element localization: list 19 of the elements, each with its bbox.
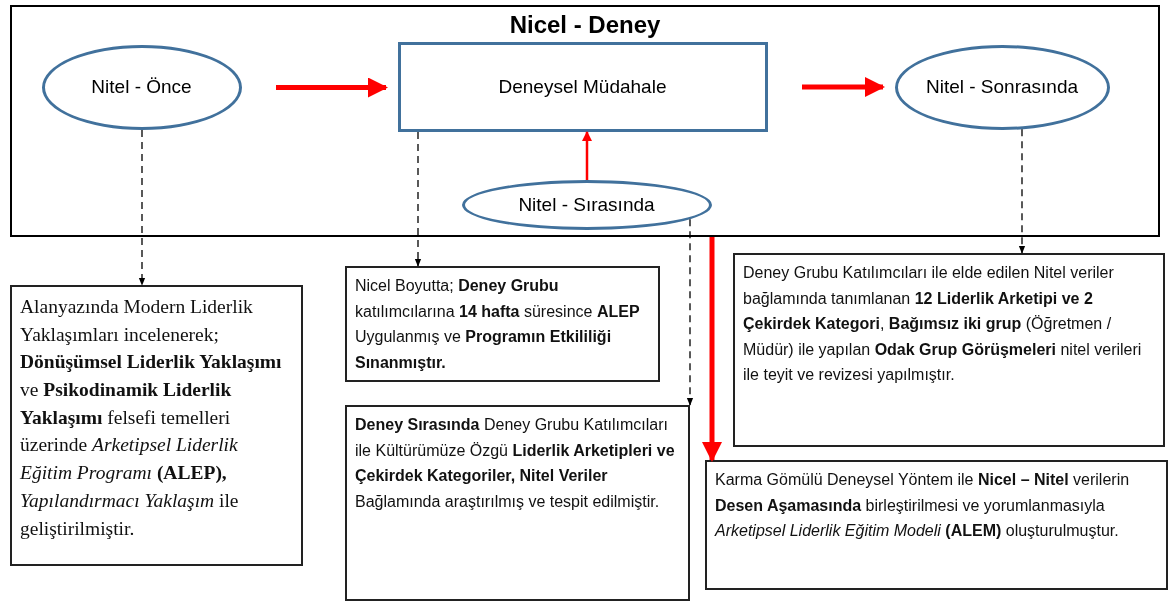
diagram-heading: Nicel - Deney [509,11,661,39]
text-box: Nicel Boyutta; Deney Grubu katılımcılarına 14 hafta süresince ALEP Uygulanmış ve Programın Etkililiği Sınanmıştır. [345,266,660,382]
arrow [802,77,885,97]
arrow [276,77,388,98]
arrow [414,131,422,267]
text-box: Alanyazında Modern Liderlik Yaklaşımları incelenerek; Dönüşümsel Liderlik Yaklaşımı ve Psikodinamik Liderlik Yaklaşımı felsefi temelleri üzerinde Arketipsel Liderlik Eğitim Programı (ALEP), Yapılandırmacı Yaklaşım ile geliştirilmiştir. [10,285,303,566]
arrow [686,218,694,406]
process-box: Deneysel Müdahale [397,41,768,132]
arrow [1018,128,1026,254]
ellipse-node: Nitel - Sırasında [461,179,712,230]
ellipse-node: Nitel - Önce [41,44,242,130]
text-box: Karma Gömülü Deneysel Yöntem ile Nicel – Nitel verilerin Desen Aşamasında birleştirilmesi ve yorumlanmasıyla Arketipsel Liderlik Eğitim Modeli (ALEM) oluşturulmuştur. [705,460,1168,590]
arrow [702,237,722,462]
text-box: Deney Sırasında Deney Grubu Katılımcıları ile Kültürümüze Özgü Liderlik Arketipleri ve Çekirdek Kategoriler, Nitel Veriler Bağlamında araştırılmış ve tespit edilmiştir. [345,405,690,601]
arrow [582,131,592,180]
frame-box [10,5,1160,237]
arrow [138,129,146,286]
ellipse-node: Nitel - Sonrasında [894,44,1110,130]
text-box: Deney Grubu Katılımcıları ile elde edilen Nitel veriler bağlamında tanımlanan 12 Liderlik Arketipi ve 2 Çekirdek Kategori, Bağımsız iki grup (Öğretmen / Müdür) ile yapılan Odak Grup Görüşmeleri nitel verileri ile teyit ve revizesi yapılmıştır. [733,253,1165,447]
